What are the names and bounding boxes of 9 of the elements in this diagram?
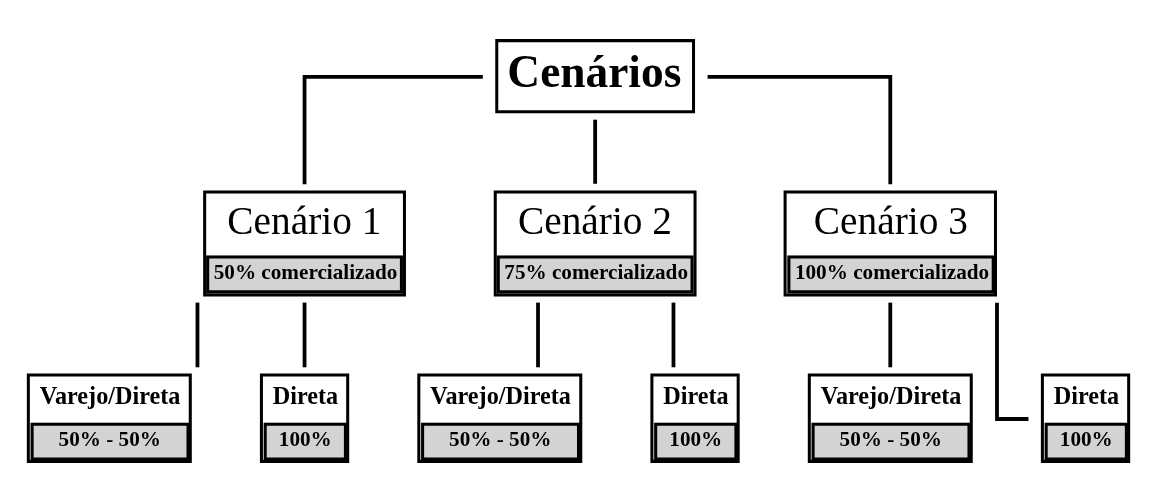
connector xyxy=(195,302,200,367)
connector xyxy=(888,302,893,367)
connector xyxy=(302,74,483,184)
connector xyxy=(536,302,540,367)
connector xyxy=(995,302,1029,421)
connector xyxy=(671,302,676,367)
connector xyxy=(302,302,307,367)
connector xyxy=(593,119,598,184)
connector xyxy=(707,74,893,184)
